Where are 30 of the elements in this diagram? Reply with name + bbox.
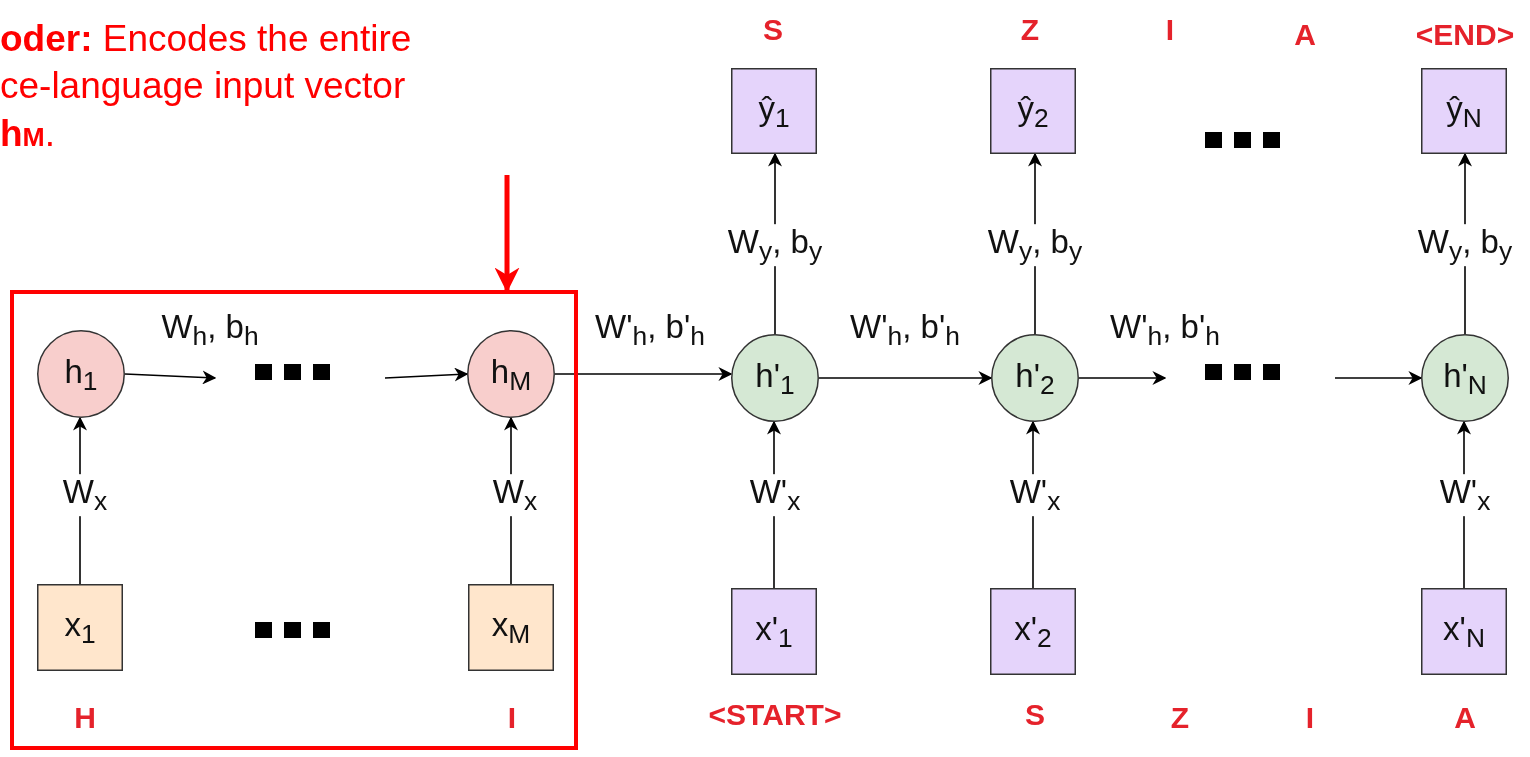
state-circle: h'$_{N}$ [1421,334,1509,422]
state-circle: h$_{1}$ [37,330,125,418]
vector-box: x'$_{1}$ [731,588,817,675]
token-label: Z [1170,701,1190,735]
token-label: I [507,701,517,735]
token-label: A [1294,18,1316,52]
token-label: A [1454,701,1476,735]
vector-box: ŷ$_{N}$ [1421,68,1507,154]
token-label: H [74,701,96,735]
token-label: <END> [1415,18,1515,52]
token-label: S [763,13,783,47]
arrow [124,370,217,385]
state-circle: h'$_{1}$ [731,334,819,422]
token-label: Z [1020,13,1040,47]
vector-box: x'$_{2}$ [990,588,1076,675]
token-label: I [1305,701,1315,735]
state-circle: h'$_{2}$ [991,334,1079,422]
vector-box: ŷ$_{1}$ [731,68,817,154]
state-circle: h$_{M}$ [467,330,555,418]
token-label: I [1165,13,1175,47]
arrow [1078,371,1167,385]
arrow [554,367,733,381]
token-label: <START> [708,698,842,732]
vector-box: ŷ$_{2}$ [990,68,1076,154]
highlight-frame [10,290,578,750]
vector-box: x$_{1}$ [37,584,123,671]
pointer-arrow [494,175,520,293]
vector-box: x$_{M}$ [468,584,554,671]
vector-box: x'$_{N}$ [1421,588,1507,675]
token-label: S [1025,698,1045,732]
